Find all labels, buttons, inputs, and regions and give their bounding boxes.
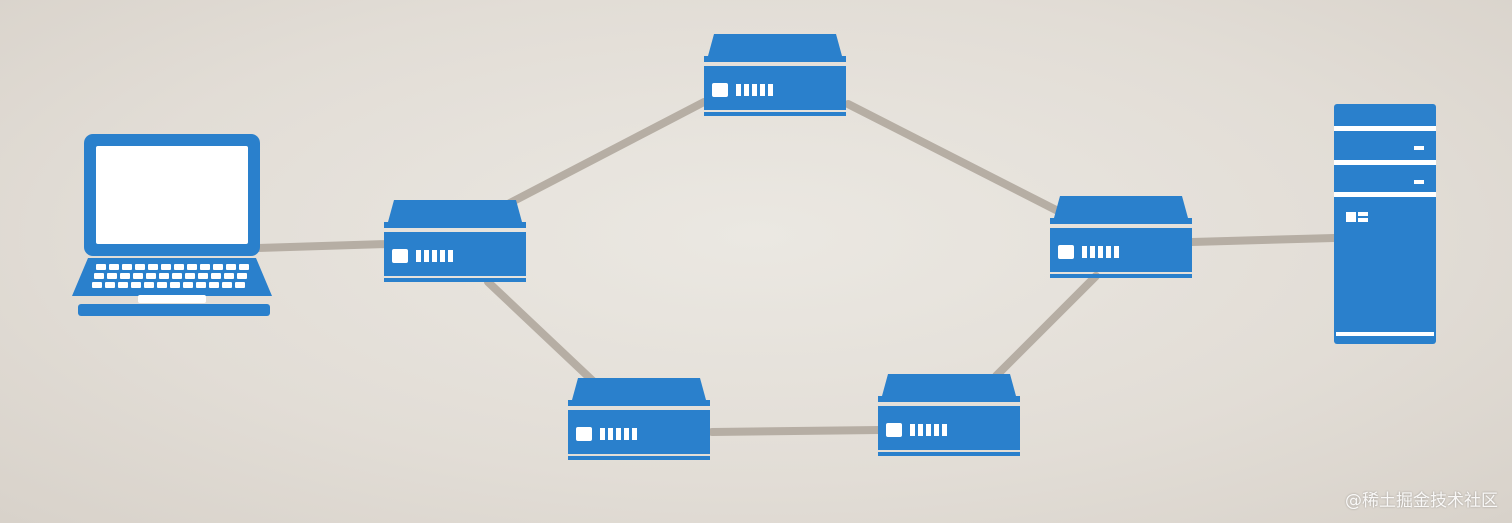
router-icon — [1050, 196, 1192, 278]
link-router-bottom-right-router-right — [992, 272, 1100, 380]
watermark-text: @稀土掘金技术社区 — [1345, 491, 1498, 511]
link-router-right-server — [1188, 234, 1338, 246]
link-router-left-router-bottom-left — [484, 278, 598, 386]
router-icon — [384, 200, 526, 282]
router-icon — [878, 374, 1020, 456]
laptop-icon — [72, 134, 272, 316]
link-router-bottom-left-router-bottom-right — [708, 426, 884, 436]
link-router-top-router-right — [844, 100, 1060, 214]
link-router-left-router-top — [504, 98, 708, 208]
router-icon — [568, 378, 710, 460]
link-laptop-router-left — [254, 240, 392, 252]
server-tower-icon — [1334, 104, 1436, 344]
router-icon — [704, 34, 846, 116]
